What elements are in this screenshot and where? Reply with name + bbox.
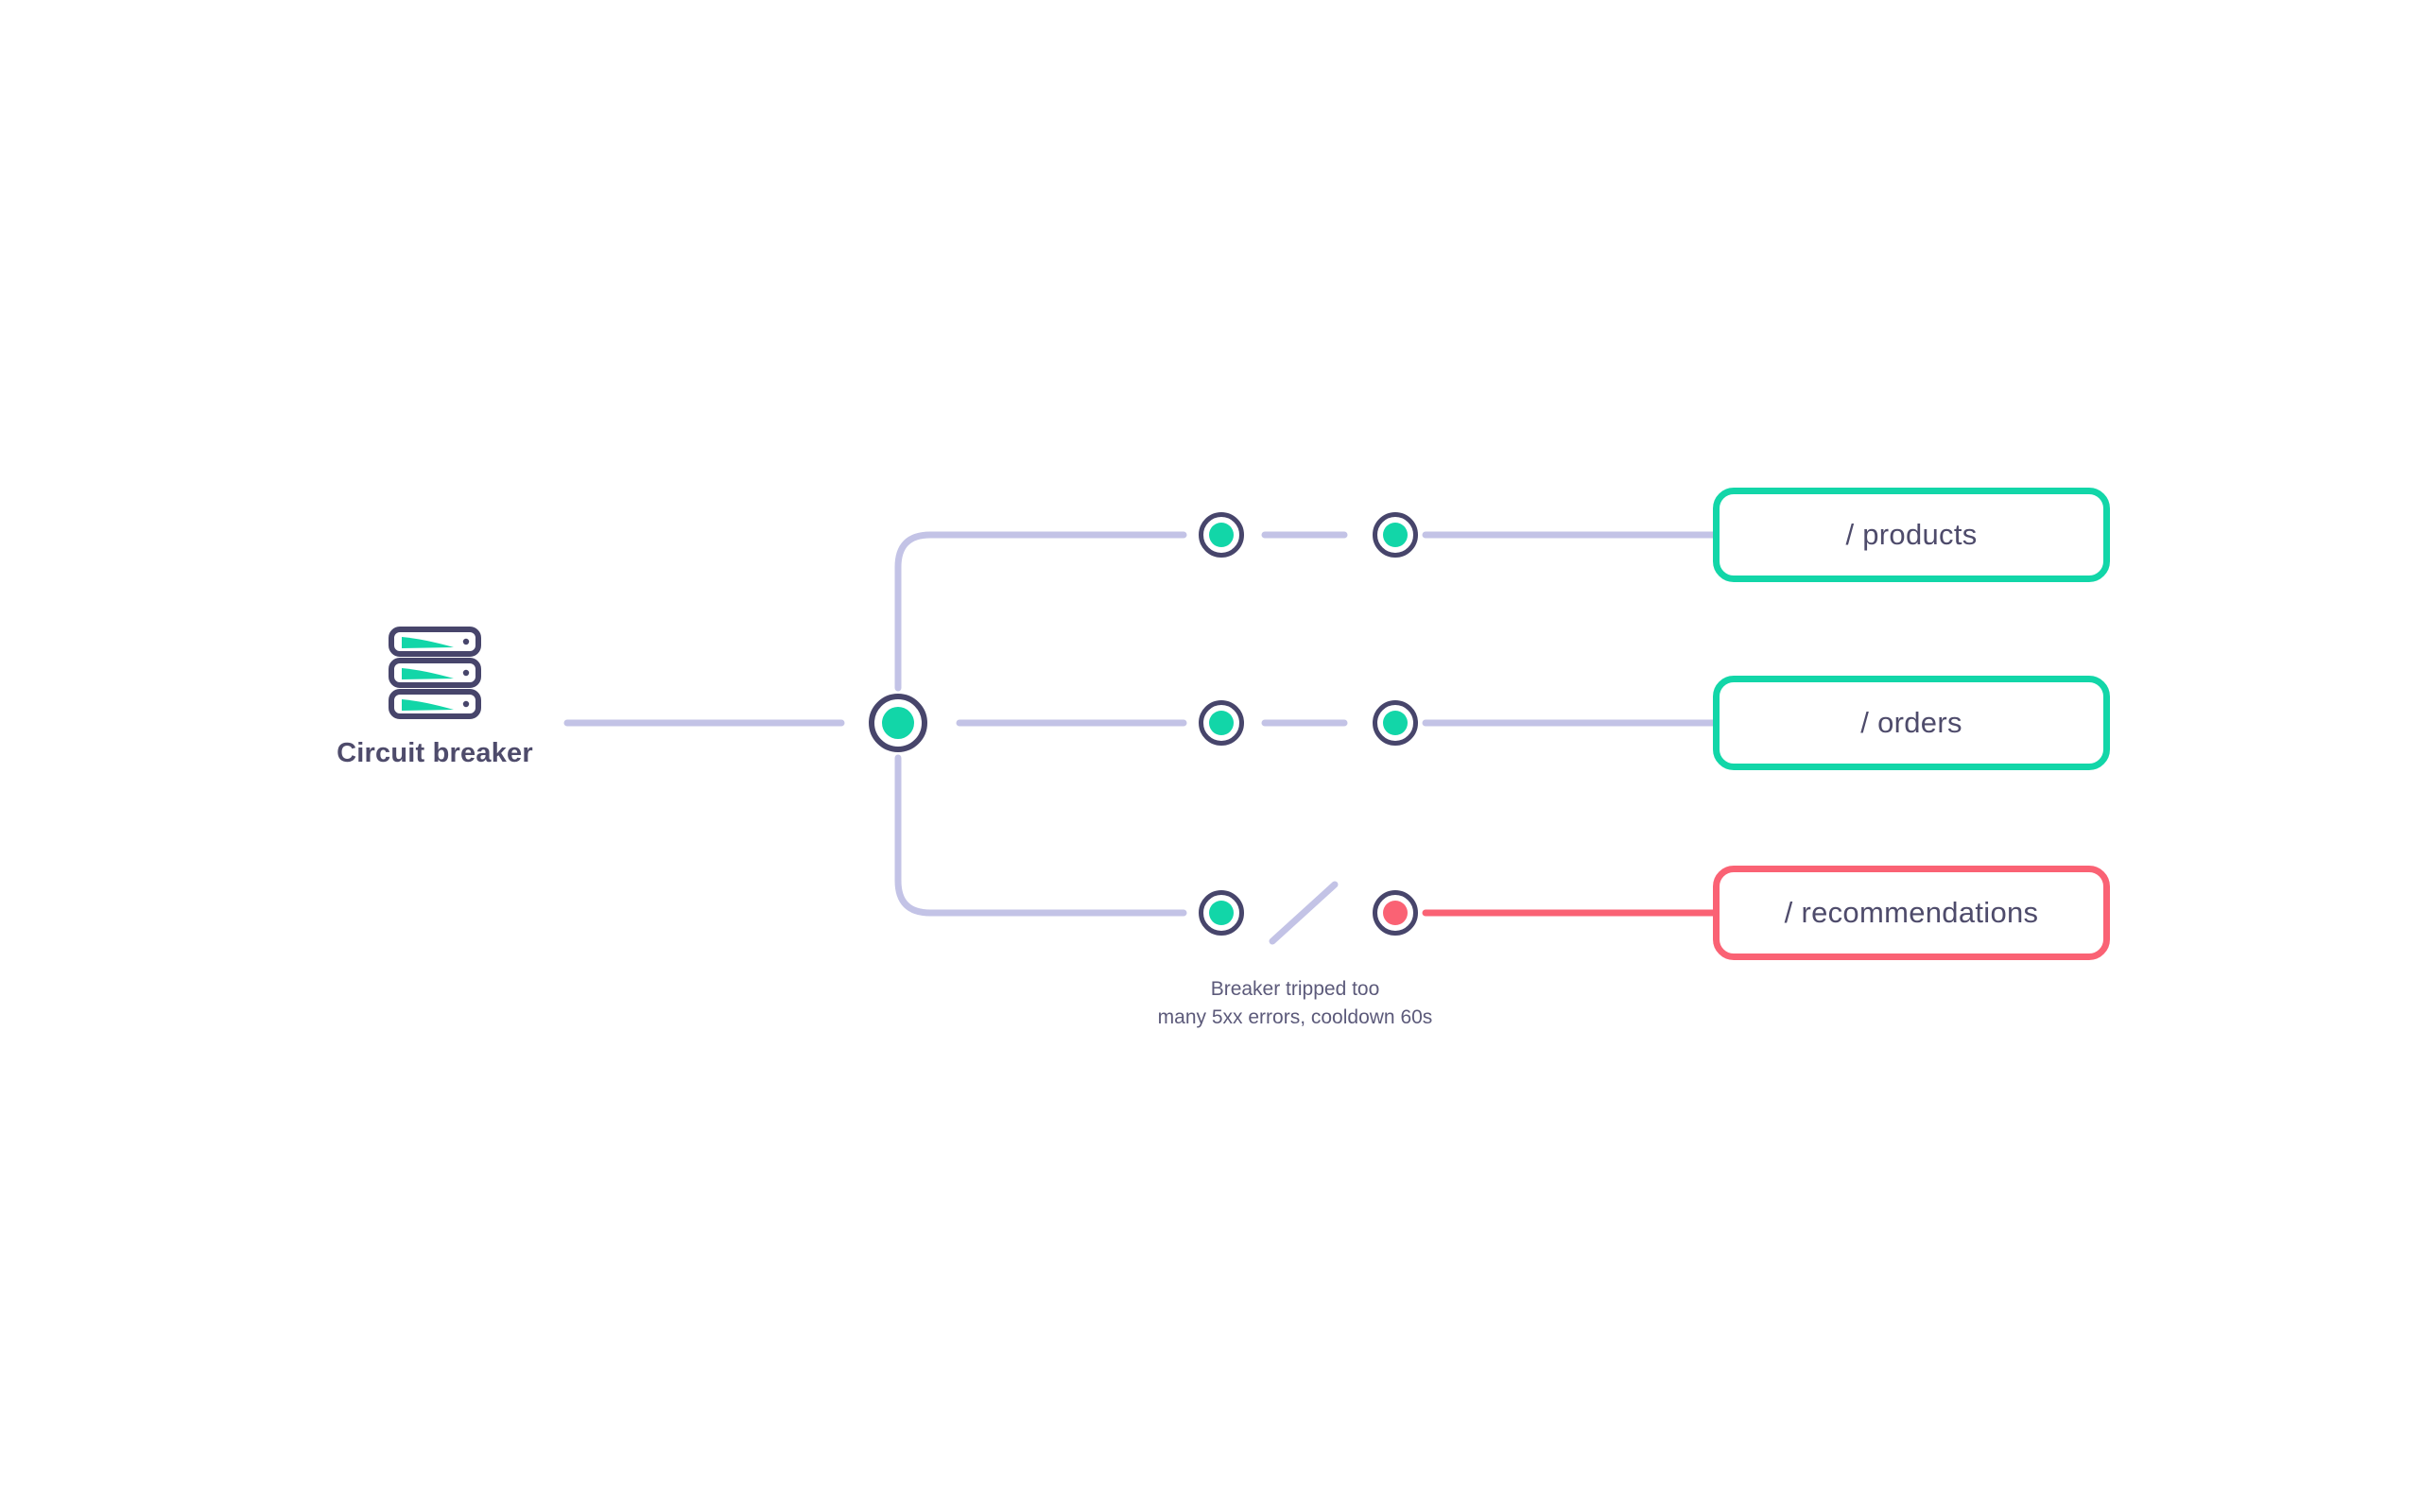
orders-node-a[interactable] — [1199, 700, 1244, 746]
endpoint-products-label: / products — [1845, 518, 1978, 551]
recommendations-node-a-core — [1209, 901, 1234, 925]
products-node-b-core — [1383, 523, 1408, 547]
products-node-a[interactable] — [1199, 512, 1244, 558]
endpoint-products[interactable]: / products — [1713, 488, 2110, 582]
endpoint-orders-label: / orders — [1860, 706, 1962, 739]
endpoint-orders[interactable]: / orders — [1713, 676, 2110, 770]
wire-hub-to-recommendations — [894, 754, 1187, 917]
hub-node-core — [882, 707, 914, 739]
server-stack-icon — [389, 627, 481, 719]
source-group: Circuit breaker — [312, 624, 558, 770]
products-node-b[interactable] — [1373, 512, 1418, 558]
recommendations-node-b-core — [1383, 901, 1408, 925]
orders-node-b[interactable] — [1373, 700, 1418, 746]
endpoint-recommendations[interactable]: / recommendations — [1713, 866, 2110, 960]
broken-link-slash-icon — [1269, 881, 1339, 945]
wire-hub-to-products — [894, 531, 1187, 692]
recommendations-node-a[interactable] — [1199, 890, 1244, 936]
products-node-a-core — [1209, 523, 1234, 547]
breaker-annotation-line-2: many 5xx errors, cooldown 60s — [1157, 1006, 1433, 1029]
endpoint-recommendations-label: / recommendations — [1784, 896, 2039, 929]
orders-node-b-core — [1383, 711, 1408, 735]
breaker-annotation-line-1: Breaker tripped too — [1210, 978, 1380, 1000]
router-hub-node[interactable] — [869, 694, 927, 752]
orders-node-a-core — [1209, 711, 1234, 735]
source-label: Circuit breaker — [337, 738, 533, 768]
recommendations-node-b[interactable] — [1373, 890, 1418, 936]
breaker-annotation: Breaker tripped too many 5xx errors, coo… — [1049, 975, 1541, 1033]
